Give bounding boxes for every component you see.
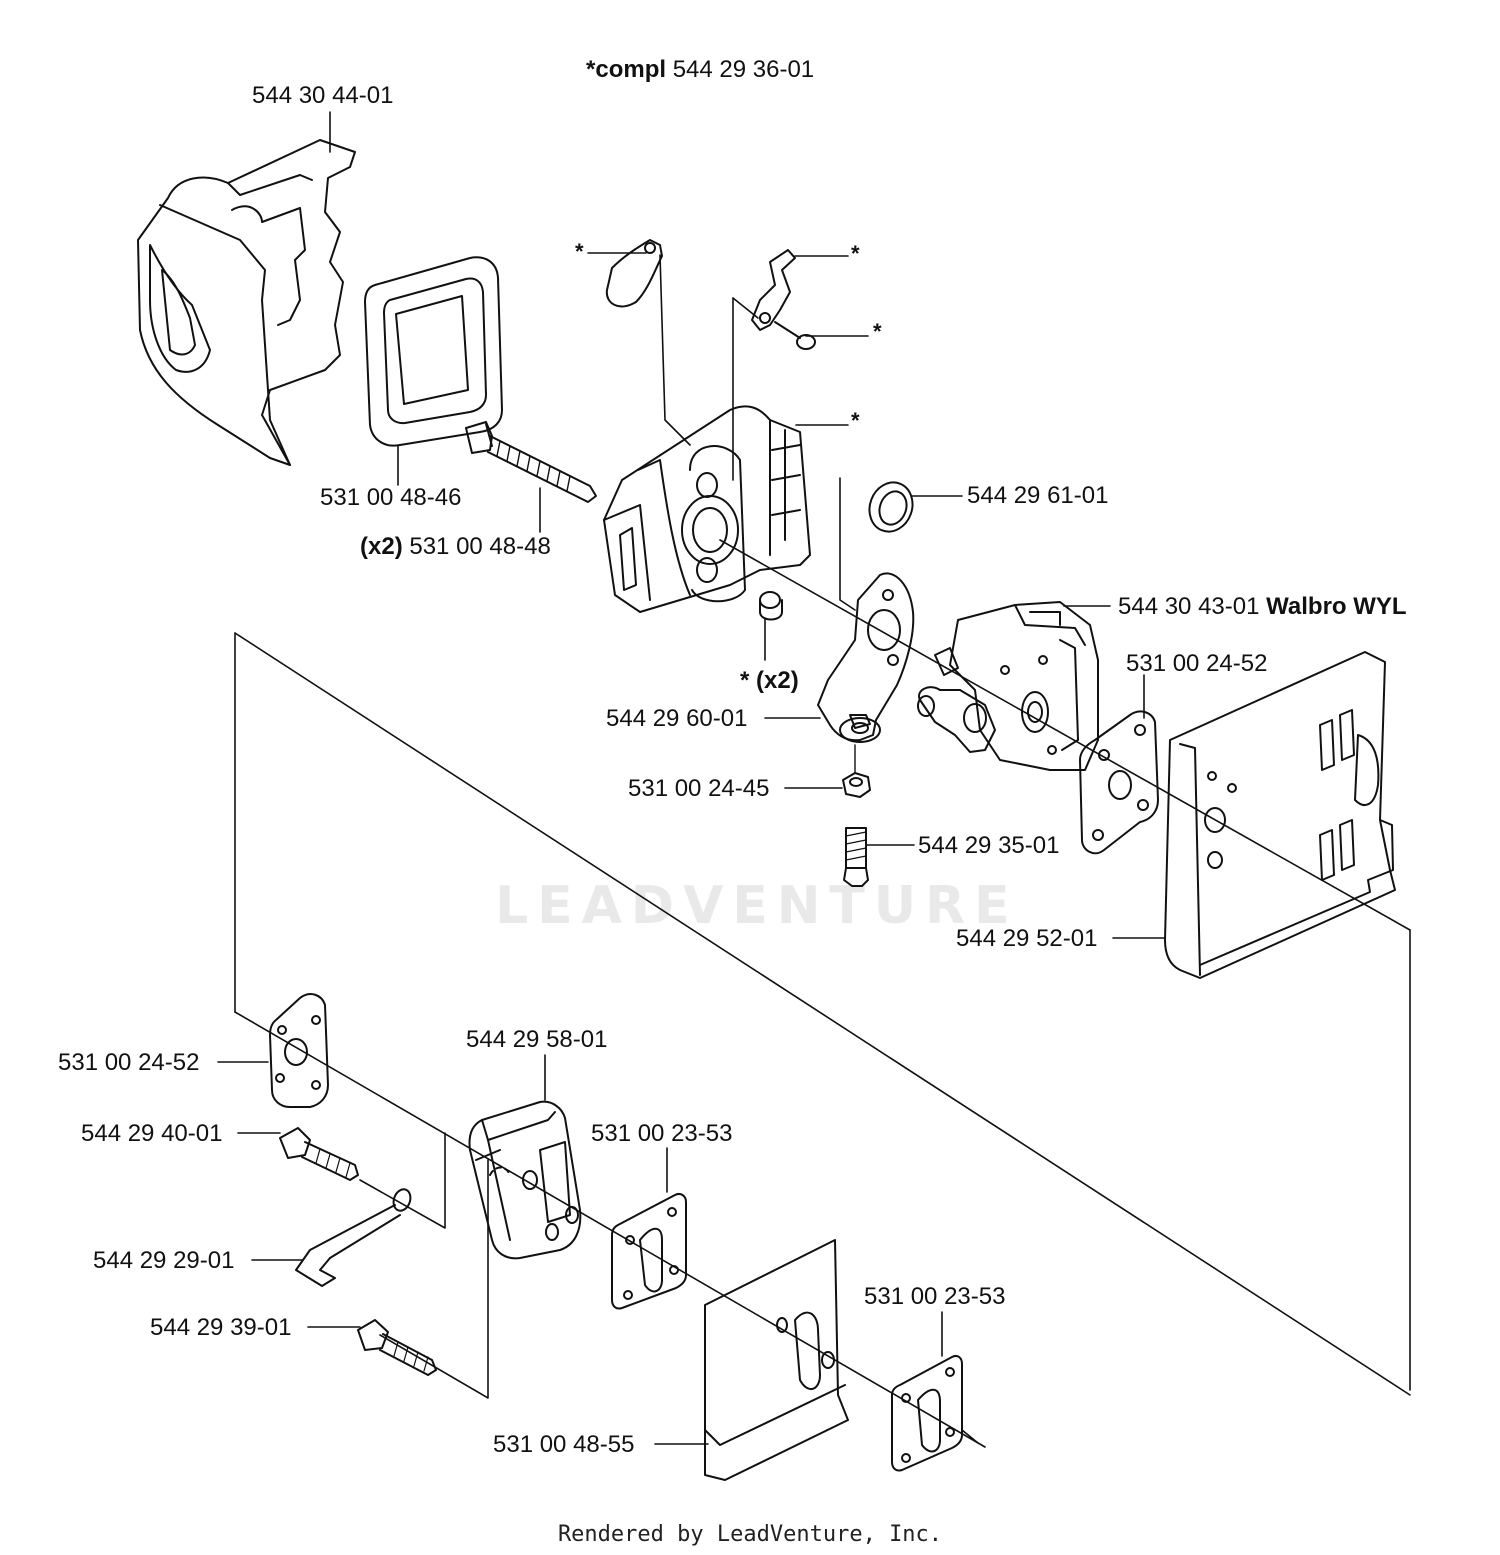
label-bracket[interactable]: 544 29 60-01 (606, 705, 748, 732)
qty-x2: (x2) (360, 533, 403, 560)
rod-part (295, 1188, 412, 1287)
cover-part (137, 139, 356, 466)
label-o-ring[interactable]: 544 29 61-01 (967, 482, 1109, 509)
label-gasket-right[interactable]: 531 00 23-53 (864, 1283, 1006, 1310)
watermark: LEADVENTURE (495, 876, 1019, 936)
nipple-part (843, 827, 869, 887)
gasket-left-part (269, 993, 329, 1108)
assembly-prefix: *compl (586, 56, 667, 83)
air-filter-part (364, 256, 503, 447)
asterisk-choke-lever: * (851, 241, 860, 266)
carburetor-model: Walbro WYL (1266, 593, 1407, 620)
label-carburetor[interactable]: 544 30 43-01 Walbro WYL (1118, 595, 1407, 619)
heat-shield-part (704, 1239, 849, 1481)
choke-lever-part (751, 249, 796, 331)
label-heat-shield[interactable]: 531 00 48-55 (493, 1431, 635, 1458)
muffler-part (468, 1100, 582, 1260)
bolt-upper-part (279, 1127, 359, 1181)
label-cover[interactable]: 544 30 44-01 (252, 82, 394, 109)
asterisk-choke-plate: * (575, 239, 584, 264)
spacer-sleeve-part (759, 591, 783, 621)
asterisk-small-screw: * (873, 319, 882, 344)
screw-number: 531 00 48-48 (409, 533, 551, 560)
intake-plate-part (1164, 651, 1396, 979)
label-intake-plate[interactable]: 544 29 52-01 (956, 925, 1098, 952)
leader-lines (217, 111, 1166, 1445)
gasket-right-part (891, 1354, 979, 1472)
carburetor-number: 544 30 43-01 (1118, 593, 1260, 620)
label-gasket-upper[interactable]: 531 00 24-52 (1126, 650, 1268, 677)
gasket-mid-part (611, 1192, 687, 1310)
label-muffler[interactable]: 544 29 58-01 (466, 1026, 608, 1053)
label-air-filter[interactable]: 531 00 48-46 (320, 484, 462, 511)
bracket-part (817, 572, 915, 743)
asterisk-filter-housing: * (851, 408, 860, 433)
o-ring-part (868, 481, 914, 533)
label-gasket-left[interactable]: 531 00 24-52 (58, 1049, 200, 1076)
footer-credit: Rendered by LeadVenture, Inc. (557, 1522, 943, 1547)
label-nipple[interactable]: 544 29 35-01 (918, 832, 1060, 859)
filter-housing-part (603, 405, 811, 613)
long-screw-part (465, 421, 597, 503)
label-rod[interactable]: 544 29 29-01 (93, 1247, 235, 1274)
assembly-lines (234, 254, 1411, 1448)
assembly-number: 544 29 36-01 (672, 56, 815, 83)
qty-x2-spacer: (x2) (756, 667, 799, 694)
choke-plate-part (605, 239, 663, 308)
label-screw[interactable]: (x2) 531 00 48-48 (360, 535, 551, 559)
gasket-upper-part (1079, 710, 1159, 855)
label-spacer-sleeve[interactable]: * (x2) (740, 669, 799, 693)
label-gasket-mid[interactable]: 531 00 23-53 (591, 1120, 733, 1147)
label-bolt-lower[interactable]: 544 29 39-01 (150, 1314, 292, 1341)
carburetor-part (917, 601, 1099, 771)
nut-part (842, 744, 871, 798)
assembly-label: *compl 544 29 36-01 (586, 58, 814, 82)
label-bolt-upper[interactable]: 544 29 40-01 (81, 1120, 223, 1147)
label-nut[interactable]: 531 00 24-45 (628, 775, 770, 802)
small-screw-part (774, 321, 816, 350)
asterisk-spacer: * (740, 667, 750, 694)
bolt-lower-part (357, 1319, 437, 1376)
